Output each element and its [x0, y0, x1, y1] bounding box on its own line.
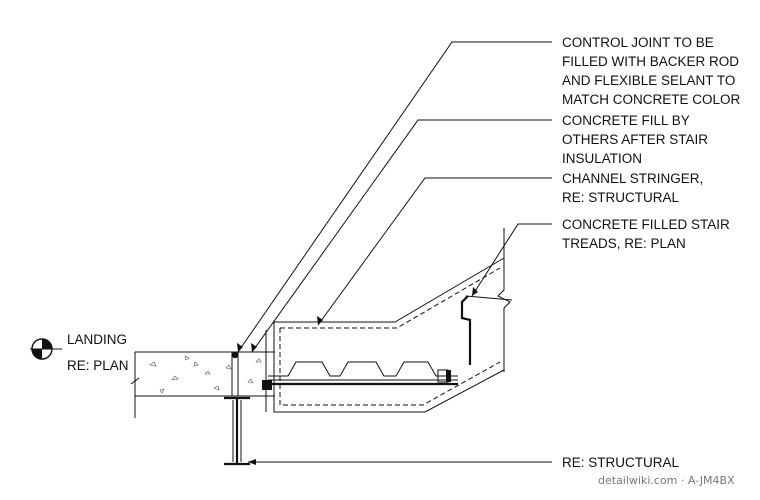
note-beam: RE: STRUCTURAL	[562, 455, 680, 470]
note-control-joint: CONTROL JOINT TO BE FILLED WITH BACKER R…	[562, 35, 741, 107]
landing-ref: RE: PLAN	[67, 358, 129, 373]
note-stair-treads: CONCRETE FILLED STAIR TREADS, RE: PLAN	[562, 217, 730, 251]
metal-pan	[262, 361, 458, 390]
landing-slab	[130, 351, 275, 418]
channel-stringer	[265, 257, 505, 413]
note-line: CONCRETE FILL BY	[562, 113, 690, 128]
note-line: RE: STRUCTURAL	[562, 455, 680, 470]
note-line: MATCH CONCRETE COLOR	[562, 92, 741, 107]
note-line: OTHERS AFTER STAIR	[562, 132, 708, 147]
leader-lines	[237, 41, 552, 465]
elevation-marker-icon	[30, 338, 62, 360]
break-lines	[465, 228, 513, 372]
note-line: CONTROL JOINT TO BE	[562, 35, 714, 50]
note-line: CHANNEL STRINGER,	[562, 171, 703, 186]
note-line: INSULATION	[562, 151, 642, 166]
watermark: detailwiki.com · A-JM4BX	[598, 474, 735, 487]
note-line: RE: STRUCTURAL	[562, 190, 680, 205]
note-line: CONCRETE FILLED STAIR	[562, 217, 730, 232]
note-line: FILLED WITH BACKER ROD	[562, 54, 739, 69]
note-concrete-fill: CONCRETE FILL BY OTHERS AFTER STAIR INSU…	[562, 113, 708, 166]
landing-title: LANDING	[67, 332, 127, 347]
note-line: AND FLEXIBLE SELANT TO	[562, 73, 735, 88]
note-channel-stringer: CHANNEL STRINGER, RE: STRUCTURAL	[562, 171, 703, 205]
steel-beam	[224, 396, 250, 466]
note-line: TREADS, RE: PLAN	[562, 236, 686, 251]
